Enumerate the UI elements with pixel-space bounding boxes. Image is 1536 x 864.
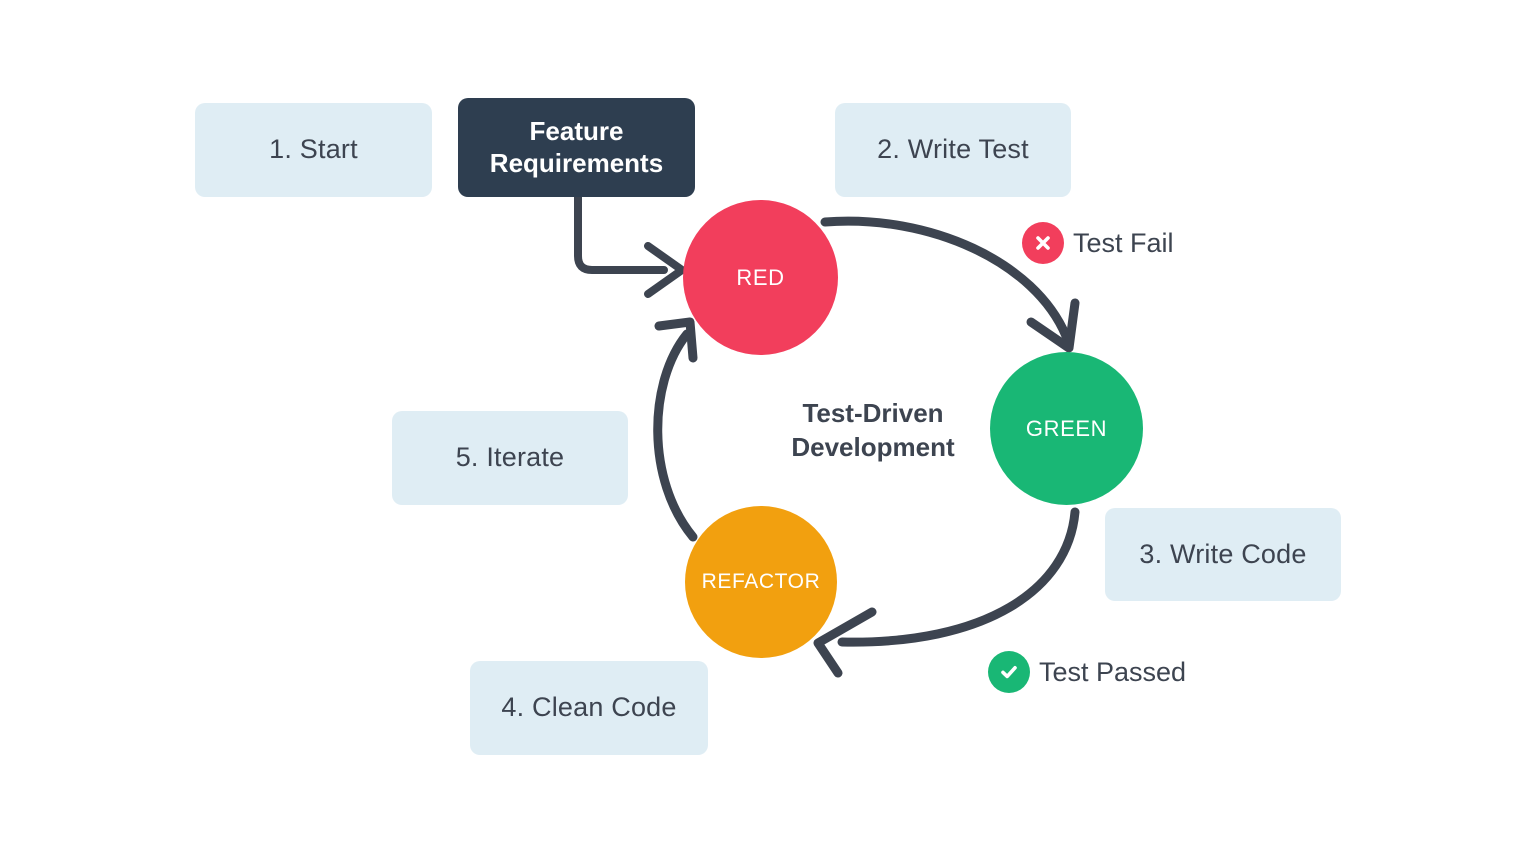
status-badge-test-passed: Test Passed — [988, 651, 1186, 693]
phase-label: GREEN — [1025, 415, 1108, 441]
step-box-5-iterate[interactable]: 5. Iterate — [392, 411, 628, 505]
step-box-3-write-code[interactable]: 3. Write Code — [1105, 508, 1341, 601]
x-circle-icon — [1022, 222, 1064, 264]
feature-requirements-box[interactable]: Feature Requirements — [458, 98, 695, 197]
arrow-green-to-refactor — [813, 507, 1080, 678]
status-badge-test-fail: Test Fail — [1022, 222, 1174, 264]
step-box-4-clean-code[interactable]: 4. Clean Code — [470, 661, 708, 755]
check-circle-icon — [988, 651, 1030, 693]
phase-circle-red[interactable]: RED — [683, 200, 838, 355]
phase-circle-refactor[interactable]: REFACTOR — [685, 506, 837, 658]
step-label: 1. Start — [269, 134, 358, 165]
feature-requirements-label: Feature Requirements — [489, 115, 664, 178]
phase-label: REFACTOR — [701, 570, 821, 593]
step-box-1-start[interactable]: 1. Start — [195, 103, 432, 197]
step-label: 5. Iterate — [455, 442, 565, 473]
step-label: 2. Write Test — [877, 134, 1029, 165]
page-title: Test-Driven Development — [791, 398, 955, 463]
step-box-2-write-test[interactable]: 2. Write Test — [835, 103, 1071, 197]
status-badge-label: Test Passed — [1039, 656, 1187, 687]
step-label: 4. Clean Code — [501, 692, 677, 723]
phase-circle-green[interactable]: GREEN — [990, 352, 1143, 505]
arrow-refactor-to-red — [653, 317, 698, 542]
step-label: 3. Write Code — [1139, 538, 1307, 569]
phase-label: RED — [736, 264, 785, 290]
arrow-feature-to-red — [574, 192, 686, 298]
status-badge-label: Test Fail — [1073, 227, 1174, 258]
